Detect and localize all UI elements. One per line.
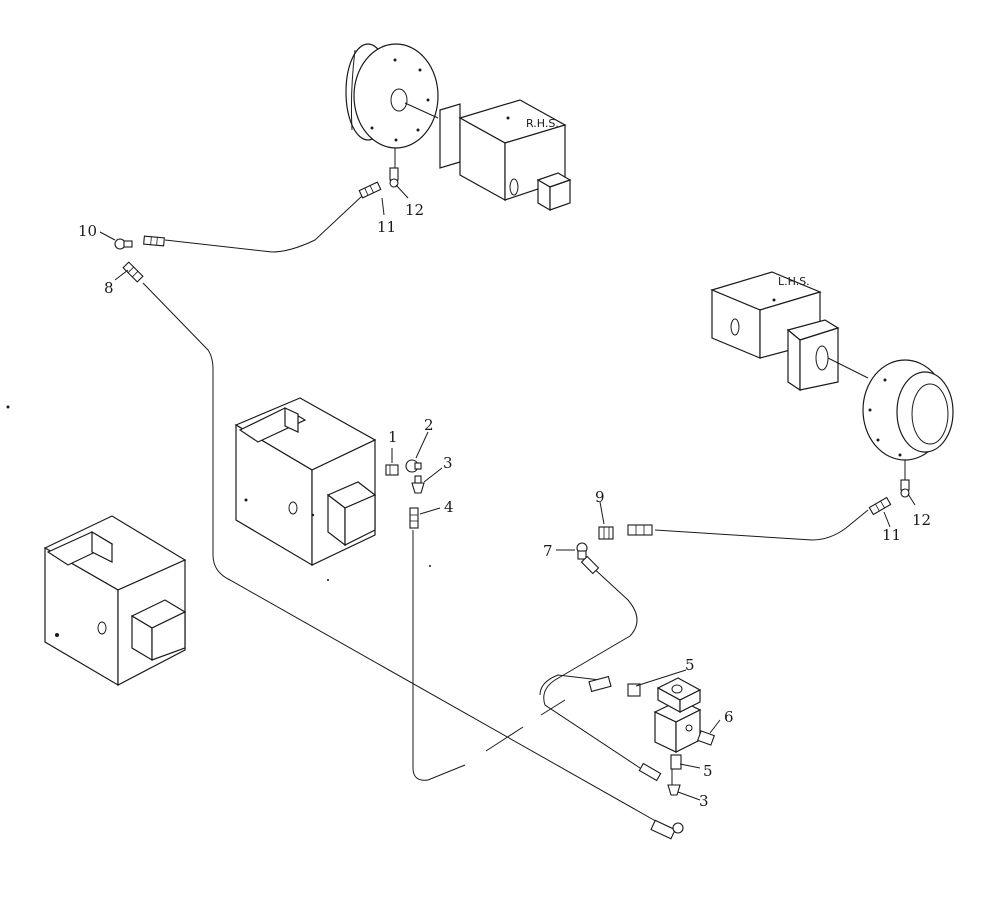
lhs-actuator [710, 271, 869, 392]
callout-4: 4 [444, 498, 454, 516]
solenoid-valve [653, 677, 702, 753]
callout-3-upper: 3 [443, 454, 453, 472]
leader-lines [99, 184, 916, 801]
callout-5-upper: 5 [685, 656, 695, 674]
rhs-label: R.H.S. [526, 117, 559, 130]
callout-5-lower: 5 [703, 762, 713, 780]
lhs-flange [862, 359, 954, 480]
callout-3-lower: 3 [699, 792, 709, 810]
callout-12-upper: 12 [405, 201, 424, 219]
callout-2: 2 [424, 416, 434, 434]
callout-7: 7 [543, 542, 553, 560]
left-block [43, 515, 187, 687]
rhs-actuator [439, 99, 572, 212]
callout-6: 6 [724, 708, 734, 726]
rhs-flange [345, 43, 439, 168]
callout-12-lower: 12 [912, 511, 931, 529]
callout-11-upper: 11 [377, 218, 396, 236]
callout-8: 8 [104, 279, 114, 297]
callout-10: 10 [78, 222, 97, 240]
air-lines [142, 195, 869, 829]
fittings [114, 167, 910, 840]
center-block [234, 397, 377, 567]
callout-9: 9 [595, 488, 605, 506]
lhs-label: L.H.S. [778, 275, 810, 288]
callout-1: 1 [388, 428, 398, 446]
callout-11-lower: 11 [882, 526, 901, 544]
